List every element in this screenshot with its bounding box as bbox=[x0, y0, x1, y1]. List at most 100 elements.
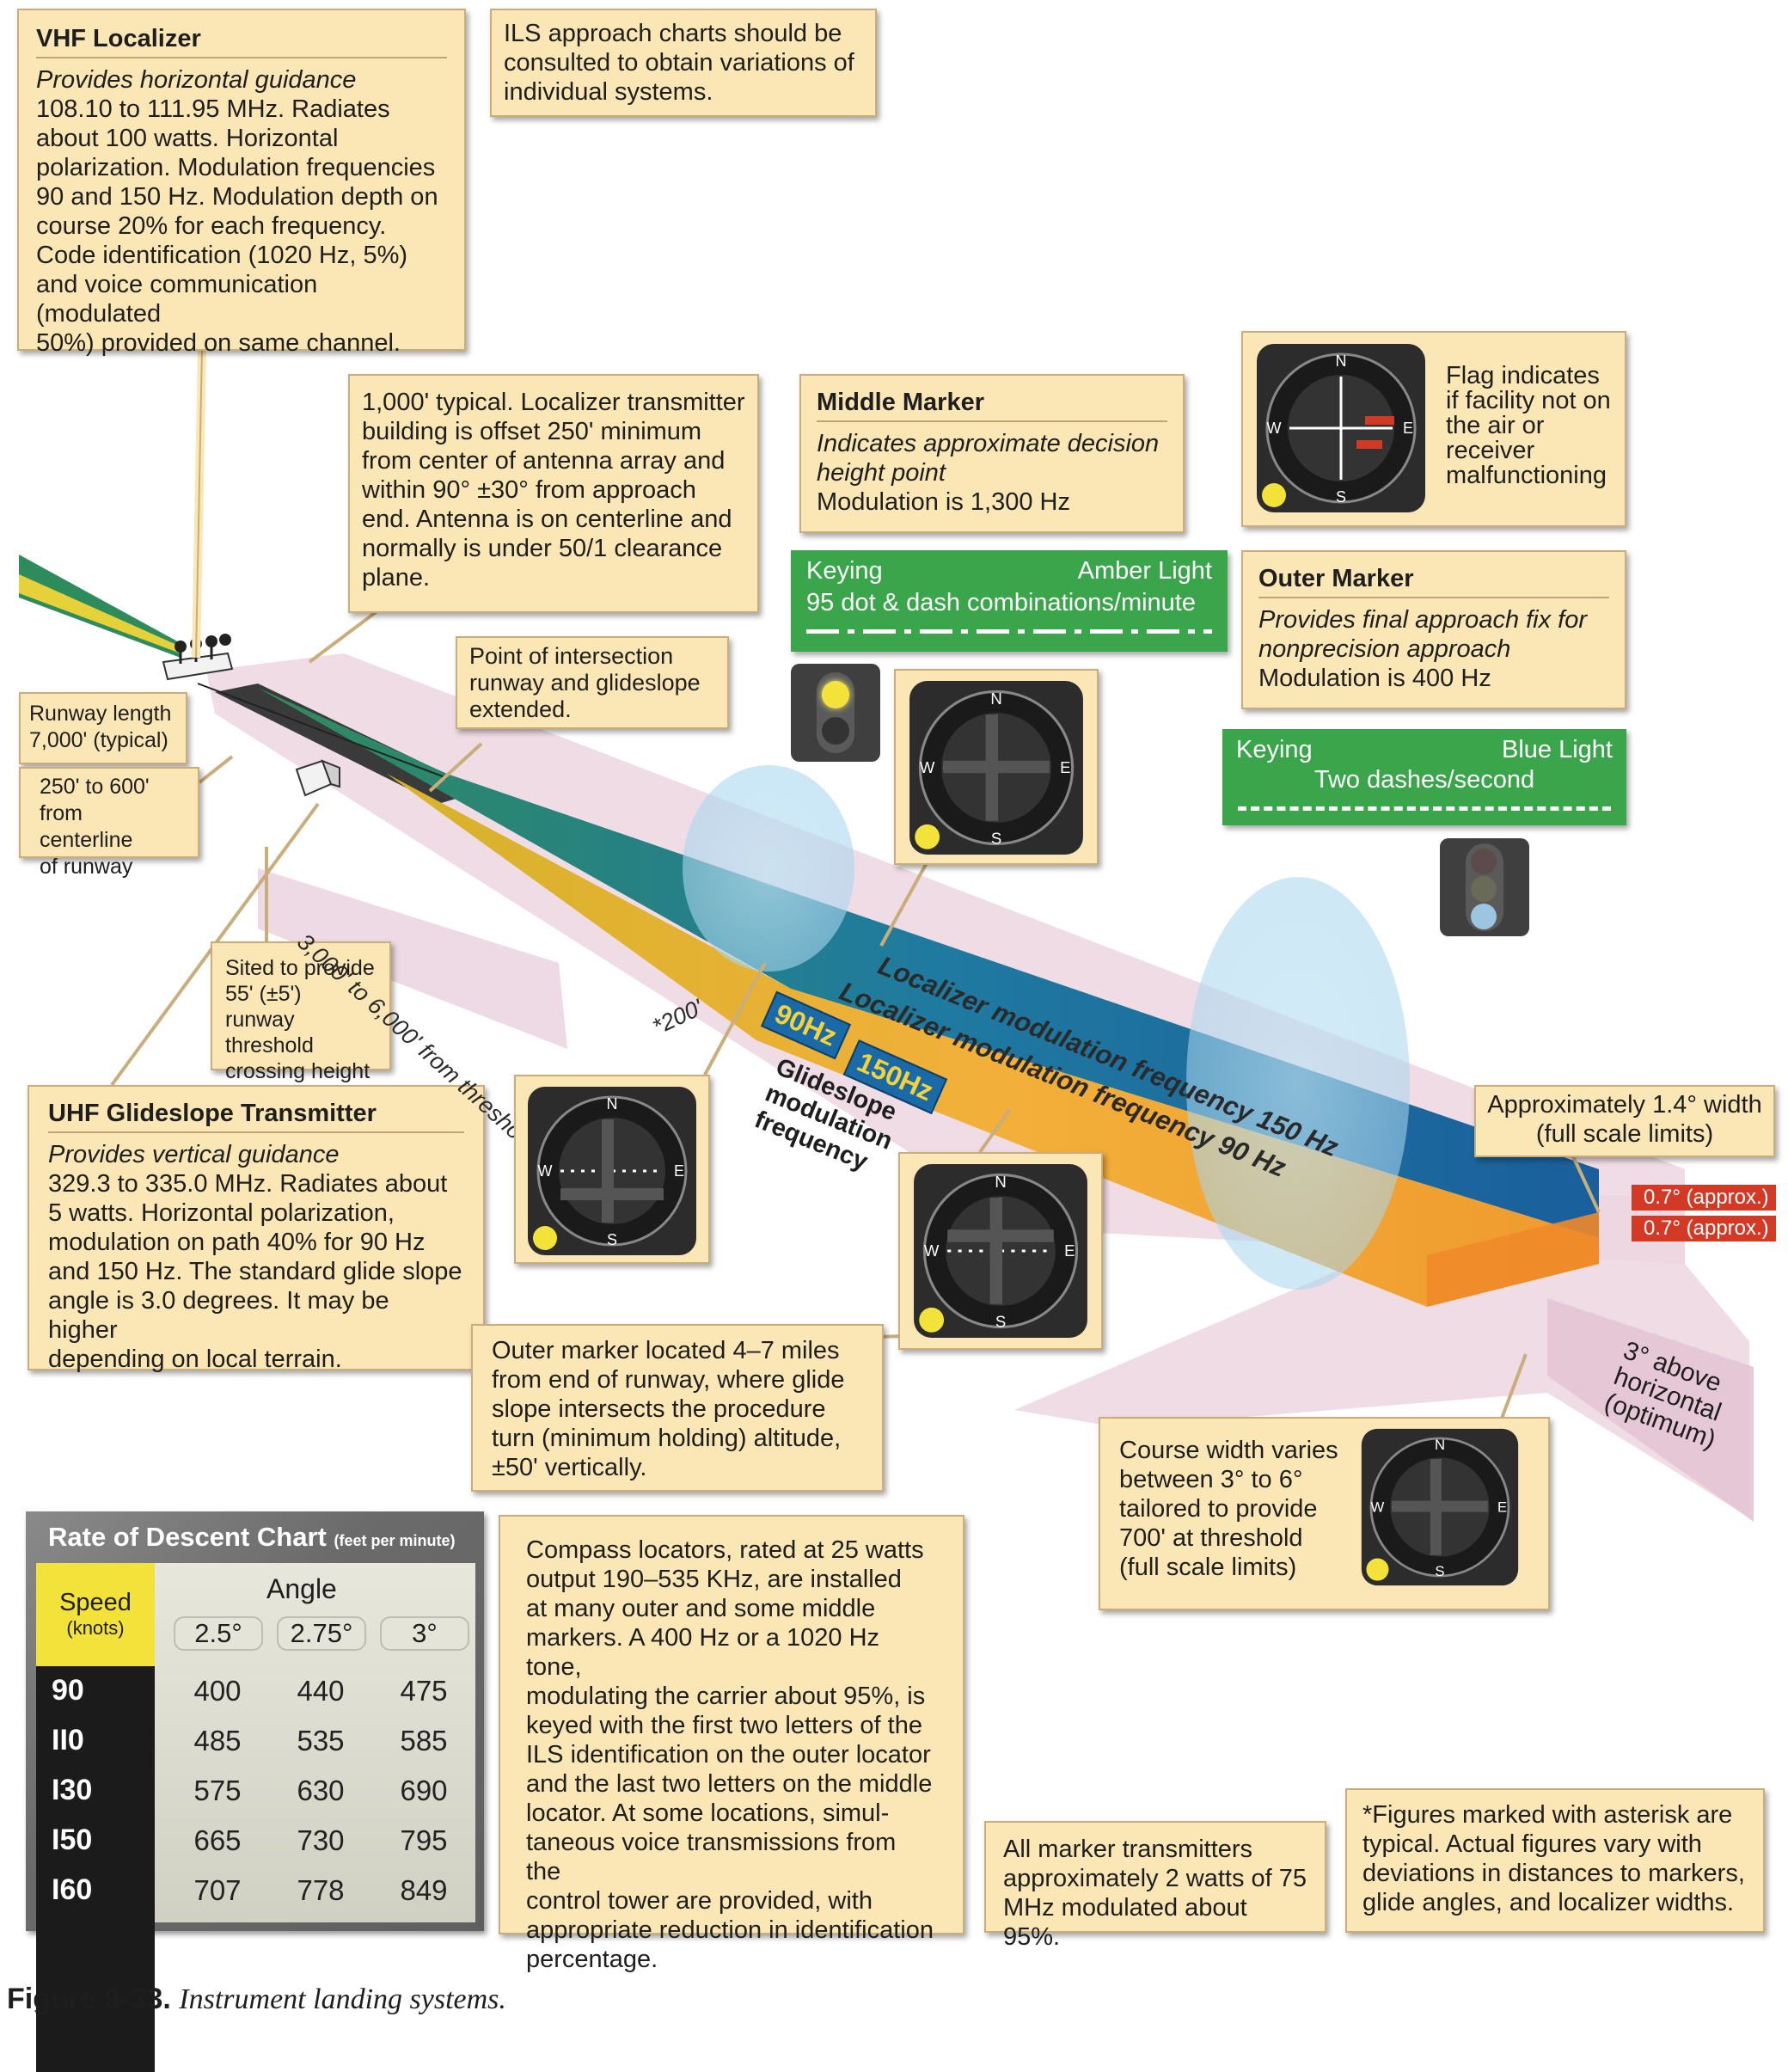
rod-cell: 690 bbox=[400, 1775, 448, 1806]
note-line: Point of intersection bbox=[469, 643, 674, 669]
keying-label: Keying bbox=[806, 557, 883, 585]
pink-plane-lower bbox=[1014, 1195, 1749, 1517]
angle-chip: 2.75° bbox=[277, 1616, 366, 1651]
dial-e: E bbox=[1497, 1499, 1507, 1516]
note-line: from centerline bbox=[40, 801, 133, 852]
approx-07-tag-lower: 0.7° (approx.) bbox=[1632, 1216, 1776, 1241]
instrument-box-course: N S E W bbox=[1356, 1424, 1525, 1592]
dial-s: S bbox=[607, 1231, 617, 1248]
note-line: *Figures marked with asterisk are bbox=[1362, 1801, 1733, 1829]
note-line: consulted to obtain variations of bbox=[504, 49, 854, 77]
speed-row: I60 bbox=[36, 1866, 155, 1914]
dial-n: N bbox=[607, 1095, 618, 1113]
note-line: locator. At some locations, simul- bbox=[526, 1799, 890, 1827]
outer-marker-subtitle: nonprecision approach bbox=[1258, 635, 1511, 663]
outer-marker-mod: Modulation is 400 Hz bbox=[1258, 665, 1491, 692]
speed-label: Speed bbox=[59, 1589, 132, 1616]
note-line: at many outer and some middle bbox=[526, 1595, 876, 1622]
speed-row: I50 bbox=[36, 1816, 155, 1864]
uhf-line: 329.3 to 335.0 MHz. Radiates about bbox=[48, 1170, 448, 1198]
outer-marker-box: Outer Marker Provides final approach fix… bbox=[1241, 550, 1626, 709]
note-line: Outer marker located 4–7 miles bbox=[492, 1337, 840, 1364]
note-line: ±50' vertically. bbox=[492, 1454, 647, 1481]
ils-diagram bbox=[19, 347, 1754, 1522]
asterisk-note: *Figures marked with asterisk are typica… bbox=[1345, 1788, 1765, 1933]
note-line: glide angles, and localizer widths. bbox=[1362, 1889, 1735, 1916]
note-line: markers. A 400 Hz or a 1020 Hz tone, bbox=[526, 1624, 880, 1681]
cdi-instrument: N S E W bbox=[909, 681, 1083, 855]
uhf-glideslope-box: UHF Glideslope Transmitter Provides vert… bbox=[28, 1085, 485, 1373]
note-line: 1,000' typical. Localizer transmitter bbox=[362, 389, 745, 416]
note-line: end. Antenna is on centerline and bbox=[362, 506, 732, 533]
outer-marker-lobe bbox=[1186, 877, 1410, 1290]
vhf-line: Code identification (1020 Hz, 5%) bbox=[36, 242, 408, 269]
rod-cell: 795 bbox=[400, 1824, 448, 1856]
vhf-localizer-title: VHF Localizer bbox=[36, 25, 201, 52]
marker-transmitters-note: All marker transmitters approximately 2 … bbox=[984, 1821, 1326, 1951]
rate-of-descent-chart: Rate of Descent Chart (feet per minute) … bbox=[26, 1511, 484, 2072]
approx-width-note: Approximately 1.4° width (full scale lim… bbox=[1474, 1085, 1775, 1157]
rod-cell: 475 bbox=[400, 1675, 448, 1707]
note-line: Compass locators, rated at 25 watts bbox=[526, 1536, 924, 1564]
cdi-instrument: N S E W bbox=[914, 1164, 1087, 1338]
note-line: typical. Actual figures vary with bbox=[1362, 1830, 1702, 1858]
dial-s: S bbox=[1336, 488, 1346, 506]
glideslope-building bbox=[295, 759, 340, 797]
outer-marker-keying: Keying Blue Light Two dashes/second bbox=[1222, 729, 1626, 825]
sited-note: Sited to provide 55' (±5') runway thresh… bbox=[211, 941, 391, 1083]
compass-locator-note: Compass locators, rated at 25 watts outp… bbox=[499, 1515, 964, 1973]
note-line: All marker transmitters bbox=[1003, 1836, 1253, 1863]
figure-caption: Figure 9-33. Instrument landing systems. bbox=[7, 1983, 506, 2016]
rod-title: Rate of Descent Chart (feet per minute) bbox=[48, 1522, 456, 1553]
middle-marker-keying: Keying Amber Light 95 dot & dash combina… bbox=[791, 550, 1228, 652]
cdi-instrument: N S E W bbox=[1257, 344, 1425, 512]
note-line: from center of antenna array and bbox=[362, 447, 726, 475]
keying-text: Two dashes/second bbox=[1313, 766, 1535, 794]
vhf-line: 90 and 150 Hz. Modulation depth on bbox=[36, 183, 438, 211]
figure-number: Figure 9-33. bbox=[7, 1983, 171, 2015]
rod-cell: 440 bbox=[297, 1675, 345, 1707]
rod-title-unit: (feet per minute) bbox=[334, 1532, 456, 1549]
note-line: deviations in distances to markers, bbox=[1362, 1860, 1745, 1887]
uhf-line: depending on local terrain. bbox=[48, 1346, 342, 1373]
rod-cell: 730 bbox=[297, 1824, 345, 1856]
note-line: of runway bbox=[40, 855, 133, 879]
dial-w: W bbox=[924, 1241, 940, 1260]
dial-w: W bbox=[1371, 1499, 1385, 1516]
uhf-line: modulation on path 40% for 90 Hz bbox=[48, 1229, 426, 1256]
instrument-box-glideslope: N S E W bbox=[514, 1075, 710, 1264]
note-line: runway and glideslope bbox=[469, 670, 701, 696]
rod-cell: 585 bbox=[400, 1725, 448, 1756]
uhf-line: 5 watts. Horizontal polarization, bbox=[48, 1199, 395, 1227]
vhf-line: polarization. Modulation frequencies bbox=[36, 154, 436, 181]
note-line: 700' at threshold bbox=[1119, 1524, 1303, 1552]
glideslope-offset-note: 250' to 600' from centerline of runway bbox=[19, 767, 199, 879]
rod-cell: 535 bbox=[297, 1725, 345, 1756]
rod-cell: 707 bbox=[193, 1874, 242, 1906]
flag-line: receiver bbox=[1446, 437, 1535, 464]
approx-07-tag-upper: 0.7° (approx.) bbox=[1632, 1185, 1776, 1211]
note-line: taneous voice transmissions from the bbox=[526, 1829, 897, 1885]
keying-light: Amber Light bbox=[1077, 557, 1212, 585]
outer-marker-location-note: Outer marker located 4–7 miles from end … bbox=[471, 1324, 884, 1492]
speed-unit: (knots) bbox=[66, 1617, 125, 1639]
dial-e: E bbox=[674, 1162, 684, 1180]
rod-cell: 630 bbox=[297, 1775, 345, 1806]
dial-w: W bbox=[538, 1162, 553, 1180]
vhf-line: and voice communication (modulated bbox=[36, 271, 318, 328]
note-line: output 190–535 KHz, are installed bbox=[526, 1566, 902, 1593]
blue-light-icon bbox=[1440, 838, 1529, 936]
vhf-localizer-box: VHF Localizer Provides horizontal guidan… bbox=[17, 9, 466, 357]
note-line: modulating the carrier about 95%, is bbox=[526, 1683, 926, 1710]
uhf-glideslope-title: UHF Glideslope Transmitter bbox=[48, 1100, 377, 1127]
instrument-box-outer: N S E W bbox=[898, 1152, 1103, 1350]
dash-pattern bbox=[1238, 806, 1611, 811]
uhf-line: angle is 3.0 degrees. It may be higher bbox=[48, 1287, 389, 1344]
note-line: tailored to provide bbox=[1119, 1495, 1318, 1523]
flag-line: the air or bbox=[1446, 412, 1545, 439]
dial-w: W bbox=[1267, 420, 1282, 437]
note-line: individual systems. bbox=[504, 78, 713, 106]
speed-row: I30 bbox=[36, 1766, 155, 1814]
note-line: slope intersects the procedure bbox=[492, 1395, 826, 1423]
middle-marker-title: Middle Marker bbox=[817, 389, 984, 416]
